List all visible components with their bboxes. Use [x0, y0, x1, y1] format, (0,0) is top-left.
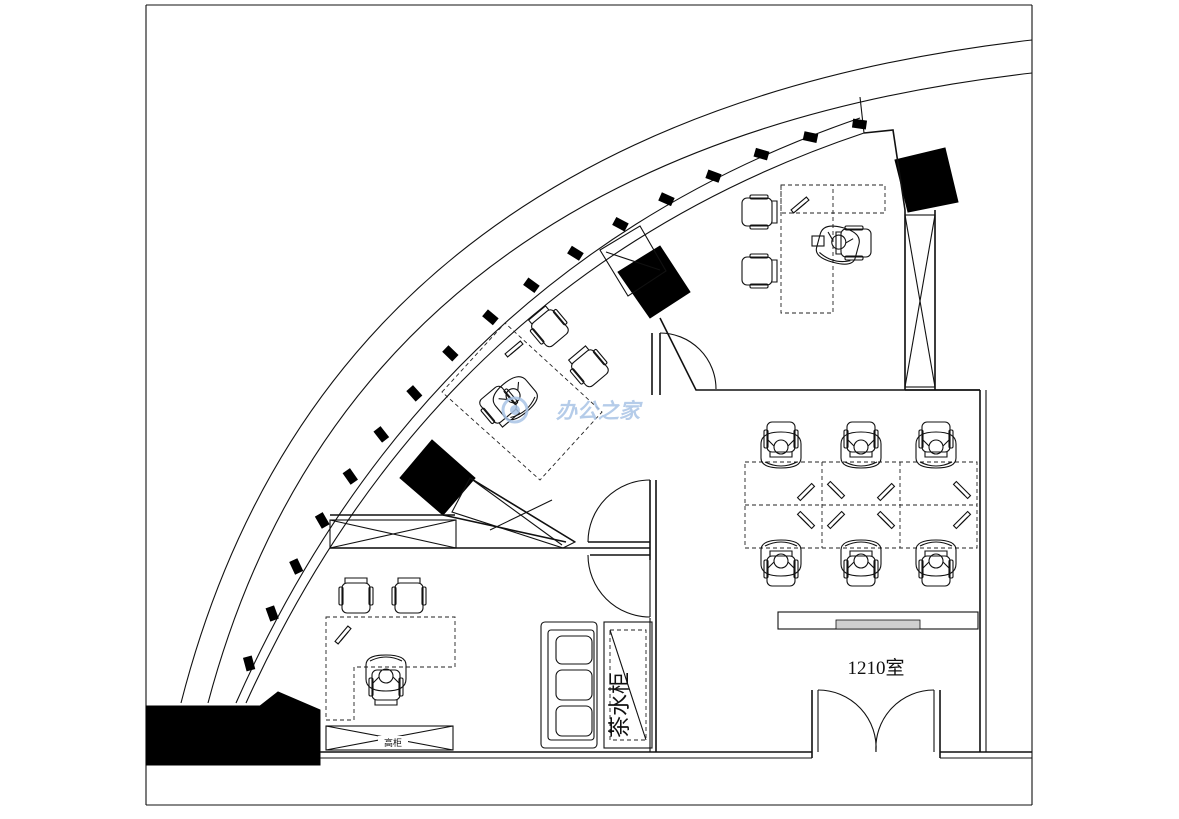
storage-bench: [777, 611, 979, 630]
partition-walls: [320, 129, 1032, 759]
manager-office-furniture: [741, 184, 886, 314]
doors: [587, 332, 935, 753]
pantry-cabinet: [603, 621, 653, 749]
curtain-wall: [235, 96, 865, 704]
lower-left-office-furniture: [325, 577, 456, 751]
watermark-logo: 办公之家: [501, 396, 643, 424]
watermark-text: 办公之家: [556, 399, 643, 423]
high-cabinet-label: 高柜: [384, 737, 402, 748]
watermark-logo-dot: [510, 405, 520, 415]
open-office-workstations: [744, 421, 978, 587]
room-number-label: 1210室: [847, 657, 904, 679]
mullions: [242, 118, 868, 672]
outer-facade-arcs: [180, 39, 1033, 704]
pantry-cabinet-label: 茶水柜: [607, 672, 632, 738]
watermark-logo-icon: [501, 396, 529, 424]
structural-columns: [145, 147, 959, 766]
middle-office-furniture: [441, 301, 614, 481]
sofa: [540, 621, 598, 749]
drawing-frame: [145, 4, 1033, 806]
